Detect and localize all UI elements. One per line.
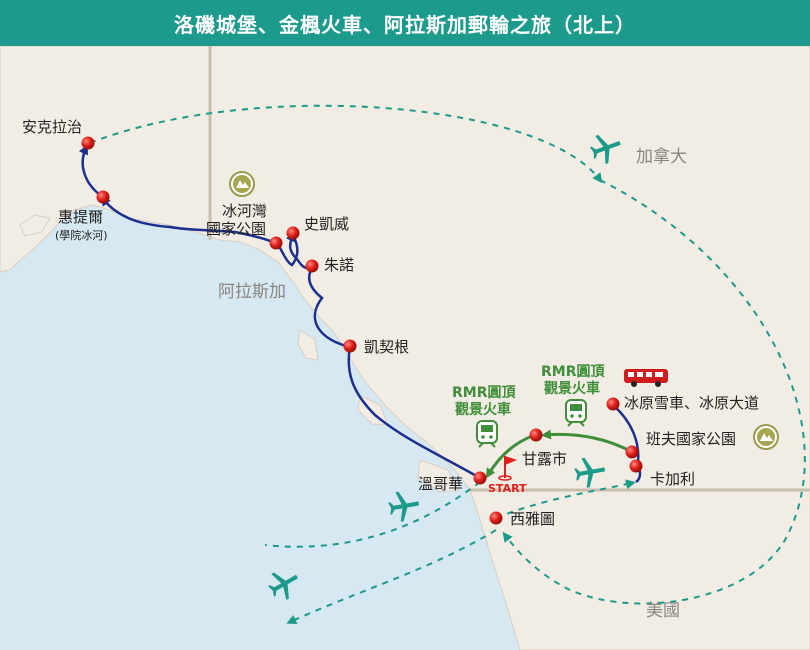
train-label-1-line1: RMR圓頂 [452,384,516,401]
page-header: 洛磯城堡、金楓火車、阿拉斯加郵輪之旅（北上） [0,0,810,46]
island [417,459,459,493]
city-label-whittier-note: (學院冰河) [55,228,108,242]
city-label-ketchikan: 凱契根 [364,338,409,356]
region-label-alaska: 阿拉斯加 [218,282,286,302]
train-icon [565,399,587,427]
city-markers [81,136,643,525]
route-map: 加拿大 阿拉斯加 美國 [0,46,810,650]
city-marker-ketchikan [343,339,357,353]
flight-route-return [502,179,806,605]
city-marker-juneau [305,259,319,273]
city-label-glacier-bay: 冰河灣 [222,202,267,220]
city-label-juneau: 朱諾 [324,256,354,274]
city-label-icefields: 冰原雪車、冰原大道 [624,394,759,412]
city-marker-icefields [606,397,620,411]
city-marker-skagway [286,226,300,240]
city-label-whittier: 惠提爾 [58,208,103,226]
island [19,214,51,237]
train-route-banff-kamloops [541,429,633,454]
national-park-icon [753,424,779,450]
city-label-skagway: 史凱威 [304,215,349,233]
flight-route-seattle-calgary [495,479,636,519]
train-label-1-line2: 觀景火車 [455,401,511,418]
city-label-calgary: 卡加利 [650,470,695,488]
region-label-usa: 美國 [646,601,680,621]
city-label-vancouver: 溫哥華 [418,475,463,493]
city-marker-calgary [629,459,643,473]
city-label-anchorage: 安克拉治 [22,118,82,136]
train-label-2-line2: 觀景火車 [544,380,600,397]
city-marker-banff [625,445,639,459]
land-mass [0,46,810,650]
national-park-icon [229,171,255,197]
region-label-canada: 加拿大 [636,146,687,167]
city-label-banff: 班夫國家公園 [646,430,736,448]
city-label-seattle: 西雅圖 [510,510,555,528]
city-marker-anchorage [81,136,95,150]
city-marker-vancouver [473,471,487,485]
flight-route-anchorage [89,104,603,184]
bus-icon [624,369,668,387]
train-route-kamloops-vancouver [485,433,536,479]
island [297,329,319,361]
city-label-glacier-bay-2: 國家公園 [206,220,266,238]
start-flag-icon [498,456,517,481]
city-label-kamloops: 甘露市 [522,450,567,468]
city-marker-glacier-bay [269,236,283,250]
flight-route-vancouver-out [264,481,481,548]
cruise-route-gulf [100,195,299,267]
city-marker-whittier [96,190,110,204]
city-marker-seattle [489,511,503,525]
train-icon [476,420,498,448]
page-title: 洛磯城堡、金楓火車、阿拉斯加郵輪之旅（北上） [174,12,636,37]
train-label-2-line1: RMR圓頂 [541,363,605,380]
city-marker-kamloops [529,428,543,442]
start-label: START [488,482,527,495]
flight-route-seattle-out [286,529,497,625]
